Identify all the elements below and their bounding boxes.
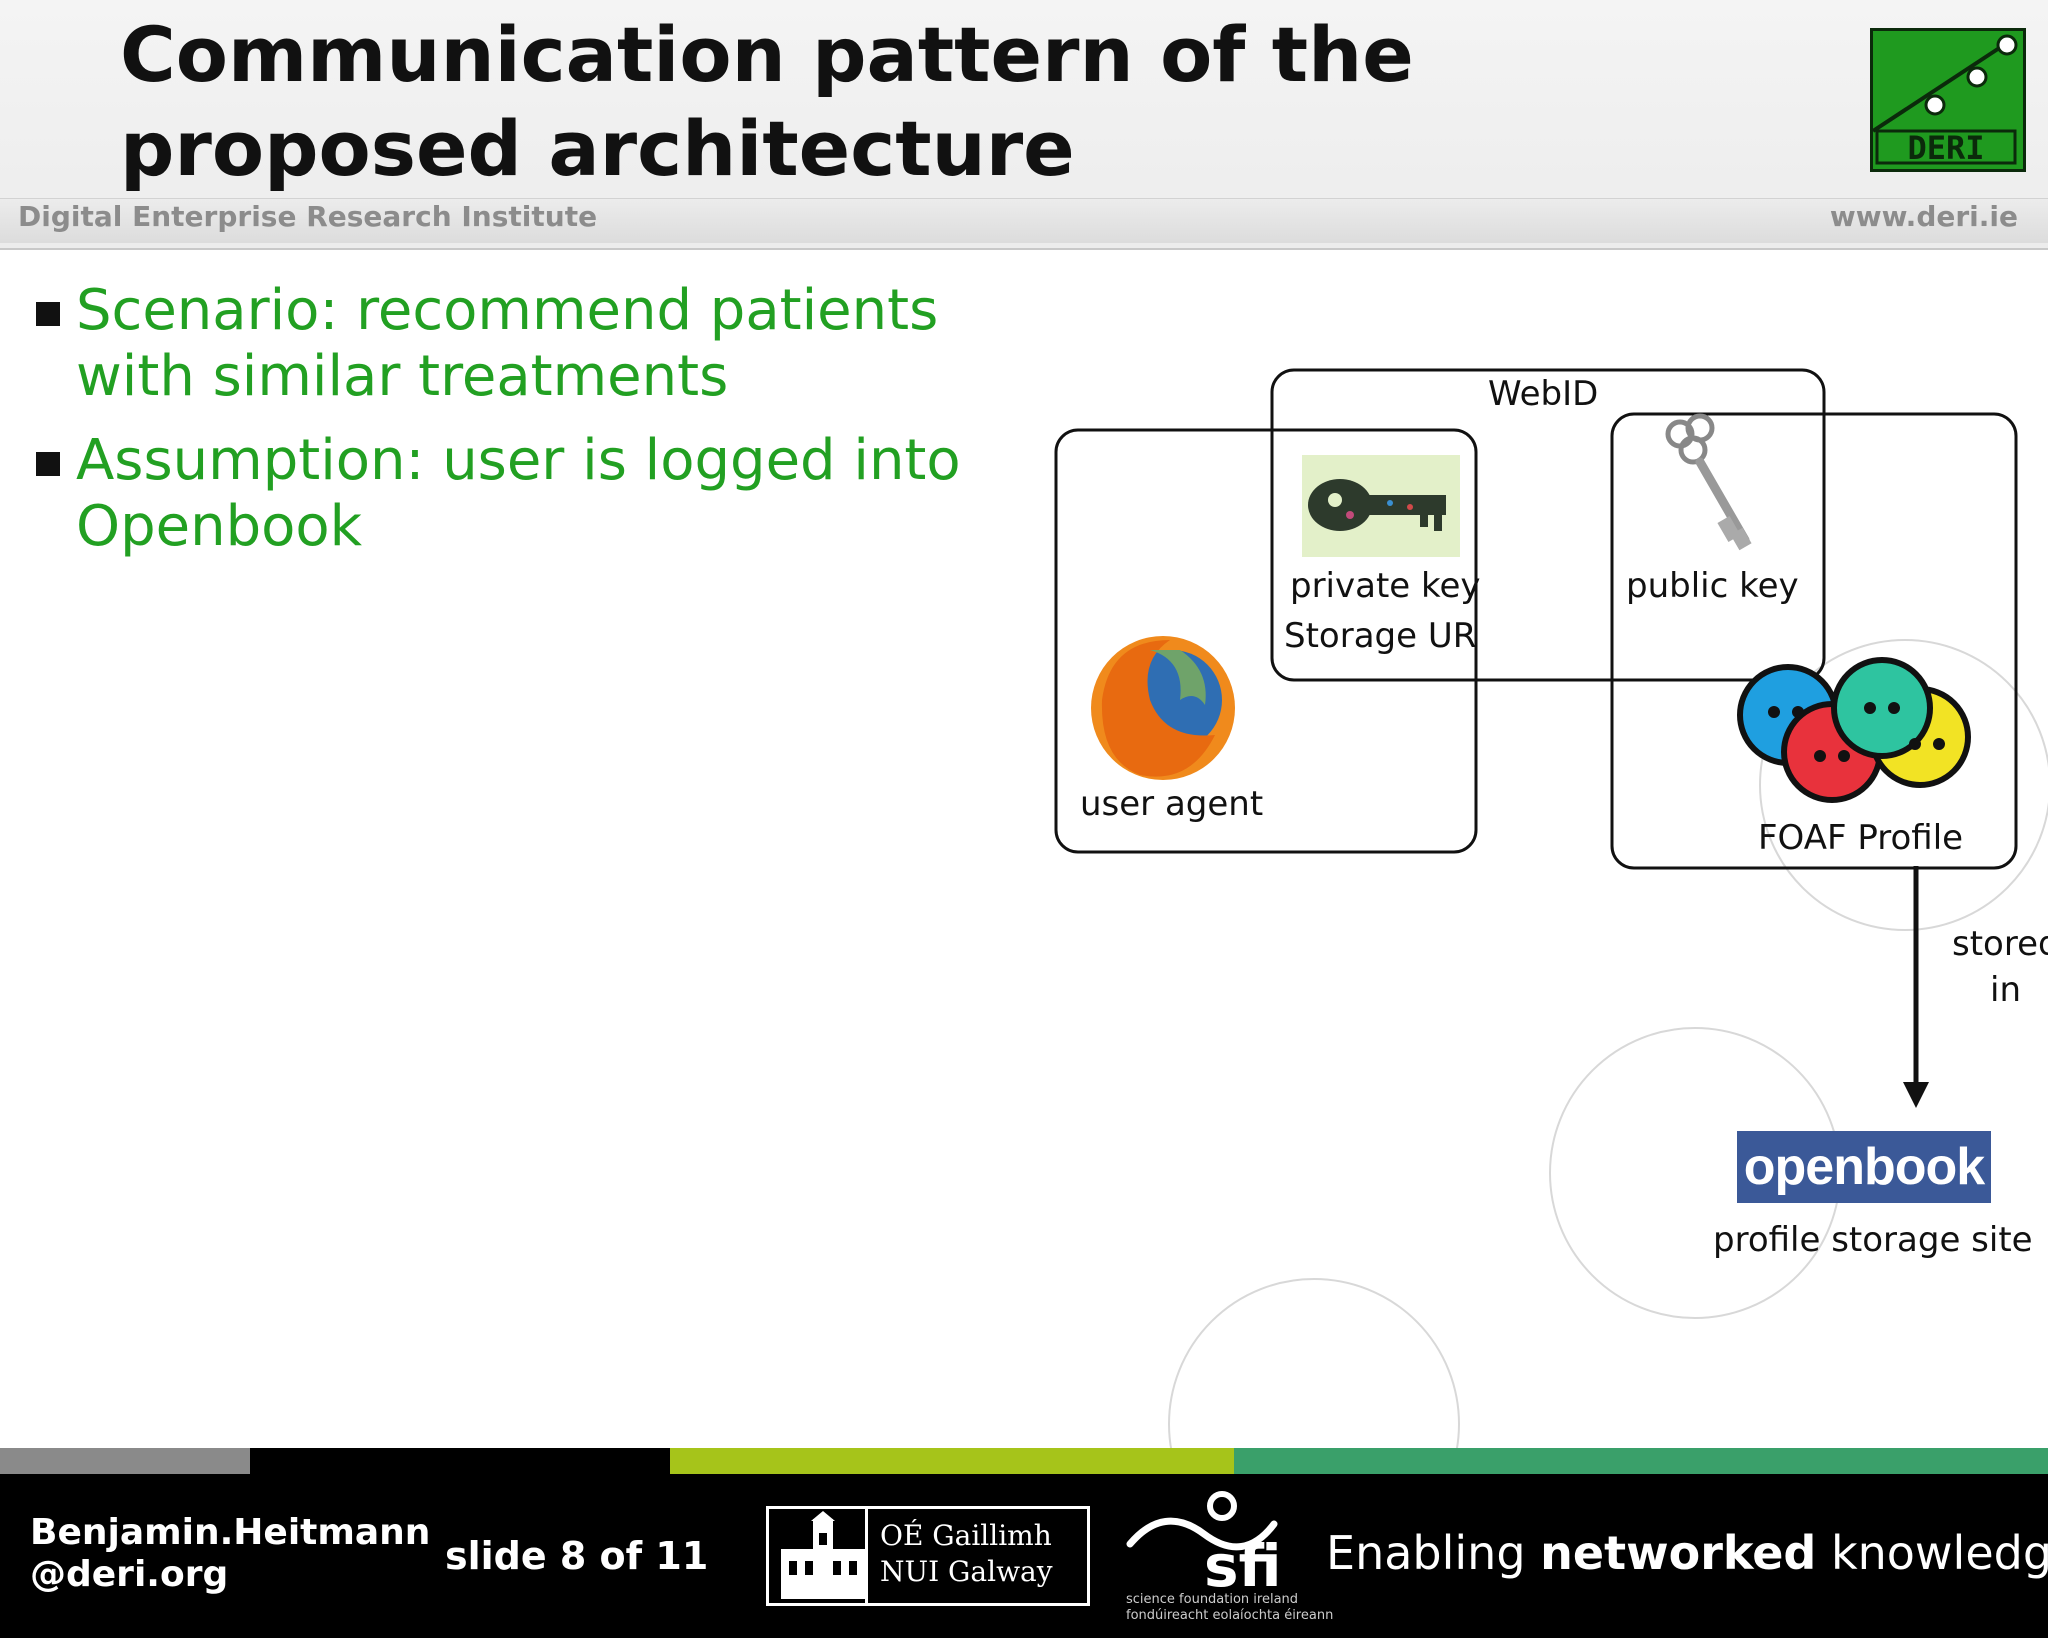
arrow-head-icon [1903,1082,1929,1108]
firefox-icon [1091,636,1235,780]
storage-uri-label: Storage UR [1284,616,1477,656]
user-agent-label: user agent [1080,784,1264,824]
nuig-building-icon [781,1511,865,1599]
foaf-profile-label: FOAF Profile [1758,818,1964,858]
author-line-1: Benjamin.Heitmann [30,1512,431,1553]
footer-stripe-teal [1234,1448,2048,1474]
slide-indicator: slide 8 of 11 [445,1534,709,1578]
tagline: Enabling networked knowledge. [1326,1526,2048,1580]
nuig-line-2: NUI Galway [880,1555,1053,1588]
bullet-text: Assumption: user is logged into Openbook [76,428,961,559]
author-line-2: @deri.org [30,1554,229,1595]
footer-stripe-gray [0,1448,250,1474]
author-email: Benjamin.Heitmann @deri.org [30,1512,430,1596]
nuig-divider [865,1509,868,1603]
slide-title: Communication pattern of the proposed ar… [120,10,1414,193]
deri-logo: DERI [1870,28,2026,172]
sfi-logo-text: sfi [1204,1532,1282,1588]
bullet-item: Scenario: recommend patients with simila… [30,278,1030,410]
webid-label: WebID [1488,374,1599,414]
user-agent-box [1054,428,1478,854]
decorative-circle [1759,639,2048,931]
sfi-small-line-1: science foundation ireland [1126,1592,1299,1607]
bullet-item: Assumption: user is logged into Openbook [30,428,1030,560]
footer-stripe-lime [670,1448,1234,1474]
nuig-logo [766,1506,1090,1606]
foaf-profile-box [1610,412,2018,870]
deri-logo-graphic: DERI [1871,34,2018,167]
deri-logo-text: DERI [1907,129,1984,167]
tagline-part-2: knowledge. [1830,1526,2048,1580]
openbook-logo: openbook [1737,1131,1991,1203]
sfi-logo: sfi [1126,1491,1282,1588]
nuig-line-1: OÉ Gaillimh [880,1519,1052,1552]
sfi-small-line-2: fondúireacht eolaíochta éireann [1126,1608,1334,1623]
bullet-square-icon [36,452,60,476]
profile-storage-site-label: profile storage site [1713,1220,2033,1260]
footer-stripe-black [250,1448,670,1474]
nuig-name: OÉ Gaillimh NUI Galway [880,1518,1053,1590]
bullet-square-icon [36,302,60,326]
institute-name: Digital Enterprise Research Institute [18,200,598,233]
bullet-list: Scenario: recommend patients with simila… [30,278,1030,578]
tagline-part-1: Enabling [1326,1526,1541,1580]
tagline-bold: networked [1540,1526,1817,1580]
webid-box [1270,368,1826,682]
header-subbar [0,198,2048,243]
in-label: in [1990,970,2021,1010]
stored-label: stored [1952,924,2048,964]
slide-header: Communication pattern of the proposed ar… [0,0,2048,250]
foaf-people-icon [1737,657,1971,803]
public-key-label: public key [1626,566,1799,606]
public-key-icon [1665,413,1752,551]
private-key-icon [1302,455,1460,557]
bullet-text: Scenario: recommend patients with simila… [76,278,939,409]
private-key-label: private key [1290,566,1481,606]
sfi-small-text: science foundation ireland fondúireacht … [1126,1592,1333,1624]
institute-url: www.deri.ie [1829,200,2018,233]
